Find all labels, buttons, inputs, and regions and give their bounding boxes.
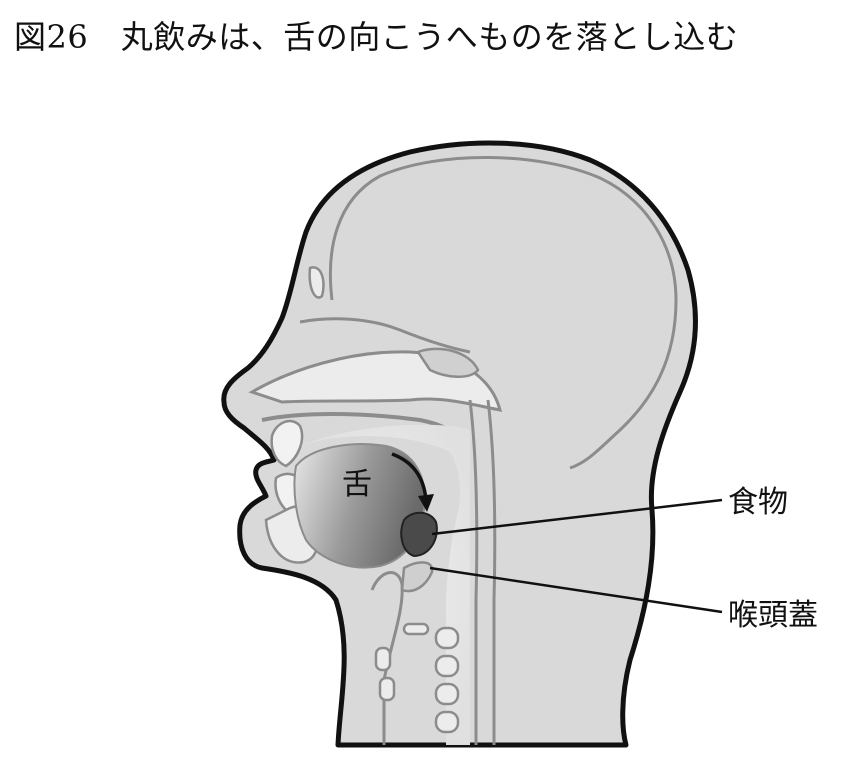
cartilage-pieces	[374, 622, 430, 702]
swallow-arrow	[391, 452, 428, 501]
epiglottis-label: 喉頭蓋	[728, 598, 818, 633]
upper-teeth	[270, 419, 304, 468]
food-label: 食物	[728, 485, 788, 520]
spinal-column-inner	[486, 399, 497, 745]
nasal-concha	[416, 347, 480, 378]
figure-title: 図26 丸飲みは、舌の向こうへものを落とし込む	[14, 18, 739, 56]
swallow-arrowhead	[418, 494, 434, 512]
trachea-rings	[434, 626, 460, 734]
food-leader-line	[431, 498, 723, 536]
epiglottis-leader-line	[429, 566, 723, 614]
cranium-line	[328, 156, 678, 470]
tongue-label: 舌	[342, 467, 372, 502]
skull-base	[299, 317, 471, 354]
spinal-column	[468, 399, 479, 745]
frontal-sinus	[308, 266, 325, 299]
epiglottis	[400, 561, 434, 593]
food-bolus	[400, 511, 438, 558]
